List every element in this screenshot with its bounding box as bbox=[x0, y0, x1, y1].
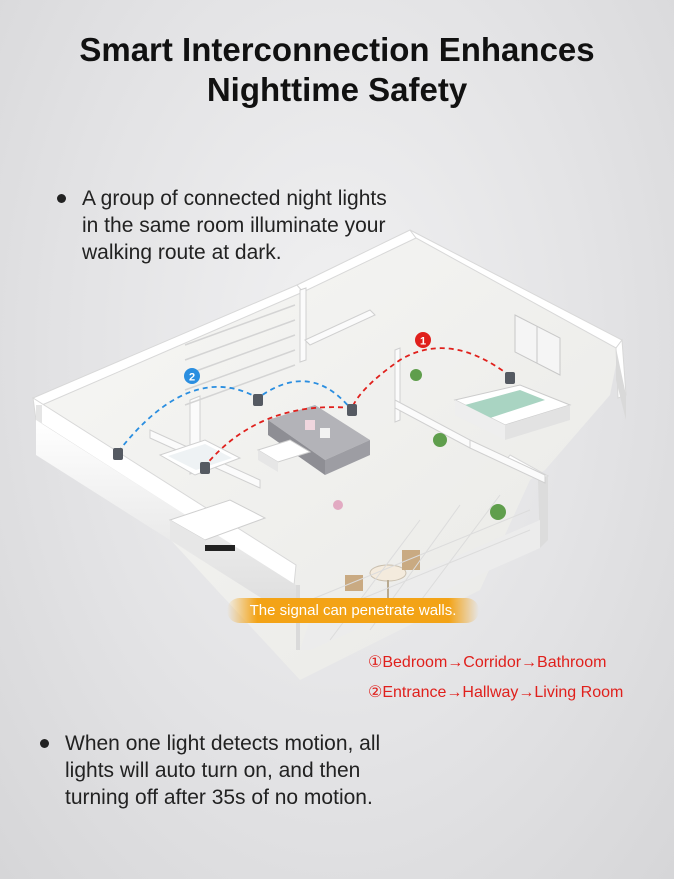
bullet-dot bbox=[40, 739, 49, 748]
interior-walls bbox=[149, 287, 546, 489]
bedroom-window bbox=[514, 314, 561, 376]
marker-2: 2 bbox=[184, 368, 200, 384]
night-lights bbox=[113, 372, 515, 474]
bullet-1-line-1: A group of connected night lights bbox=[82, 187, 387, 210]
route-2-caption: ②Entrance→Hallway→Living Room bbox=[368, 684, 624, 701]
coffee-table bbox=[256, 439, 312, 472]
bed bbox=[453, 384, 572, 440]
bullet-1-line-2: in the same room illuminate your bbox=[82, 214, 386, 237]
dining-table bbox=[345, 550, 420, 598]
plants bbox=[333, 369, 506, 520]
kitchen-counter bbox=[168, 499, 267, 560]
route-1-caption: ①Bedroom→Corridor→Bathroom bbox=[368, 654, 607, 671]
bullet-point-2: When one light detects motion, all light… bbox=[40, 730, 405, 811]
page-title: Smart Interconnection Enhances Nighttime… bbox=[0, 30, 674, 110]
route-1-line bbox=[351, 347, 511, 409]
bullet-2-line-1: When one light detects motion, all bbox=[65, 732, 381, 755]
bullet-2-line-2: lights will auto turn on, and then bbox=[65, 759, 361, 782]
bullet-2-line-3: turning off after 35s of no motion. bbox=[65, 786, 373, 809]
title-line-1: Smart Interconnection Enhances bbox=[79, 31, 595, 68]
bookshelf bbox=[184, 304, 296, 406]
signal-note-badge: The signal can penetrate walls. bbox=[227, 598, 479, 623]
bullet-1-line-3: walking route at dark. bbox=[82, 241, 282, 264]
marker-1-label: 1 bbox=[420, 336, 426, 348]
title-line-2: Nighttime Safety bbox=[206, 71, 468, 108]
route-2-line bbox=[117, 380, 351, 453]
marker-2-label: 2 bbox=[189, 372, 195, 384]
bathtub bbox=[158, 439, 242, 476]
bullet-dot bbox=[57, 194, 66, 203]
bullet-point-1: A group of connected night lights in the… bbox=[57, 185, 422, 266]
route-1-line-b bbox=[204, 406, 353, 467]
marker-1: 1 bbox=[415, 332, 431, 348]
